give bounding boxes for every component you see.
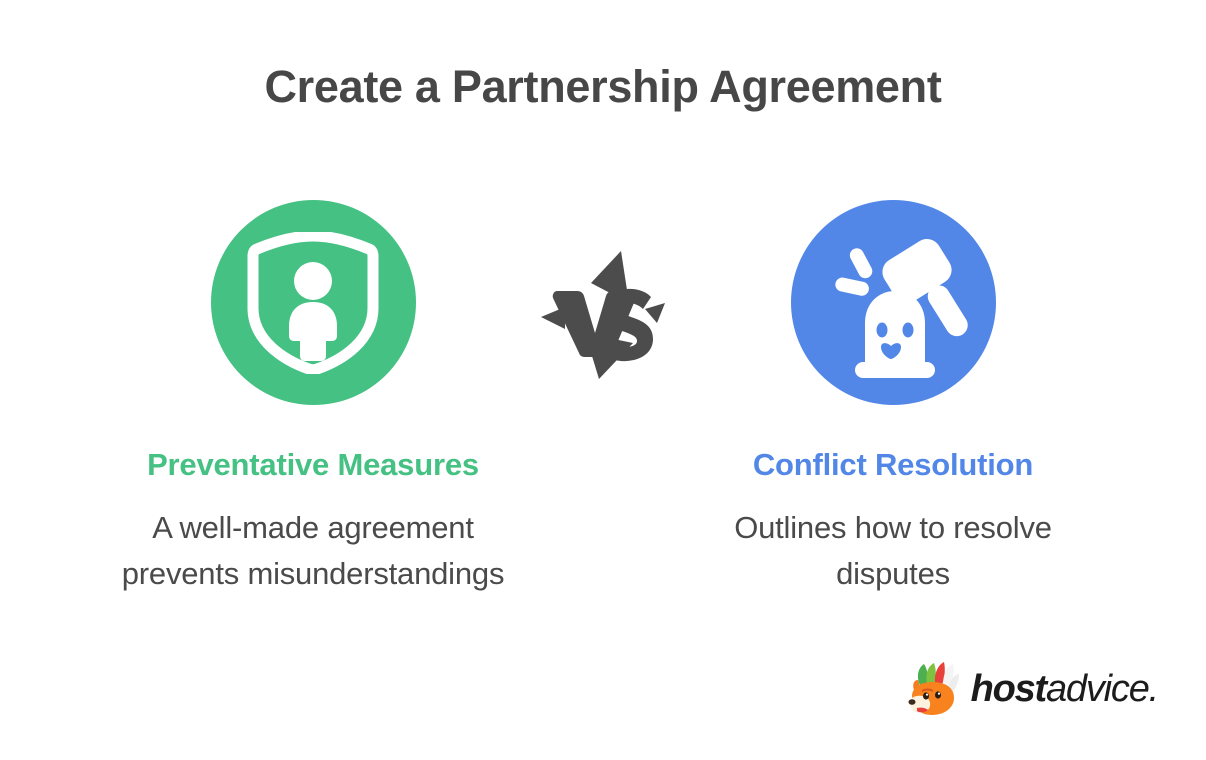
gavel-strike-icon	[790, 200, 996, 405]
versus-divider	[528, 200, 678, 385]
hostadvice-fox-logo-icon	[902, 660, 964, 718]
logo-brand-light: advice.	[1045, 668, 1159, 710]
hostadvice-logo[interactable]: hostadvice.	[902, 660, 1160, 718]
column-left-body: A well-made agreement prevents misunders…	[121, 509, 505, 591]
column-right-heading: Conflict Resolution	[752, 447, 1034, 482]
shield-person-icon	[210, 200, 416, 405]
comparison-column-right: Conflict Resolution Outlines how to reso…	[678, 200, 1108, 596]
comparison-columns: Preventative Measures A well-made agreem…	[0, 200, 1206, 596]
column-right-body: Outlines how to resolve disputes	[734, 509, 1052, 591]
versus-badge-icon	[533, 245, 673, 385]
column-left-heading: Preventative Measures	[147, 447, 479, 482]
hostadvice-wordmark: hostadvice.	[970, 668, 1160, 710]
logo-brand-bold: host	[970, 668, 1048, 710]
comparison-column-left: Preventative Measures A well-made agreem…	[98, 200, 528, 596]
page-title: Create a Partnership Agreement	[264, 61, 942, 112]
